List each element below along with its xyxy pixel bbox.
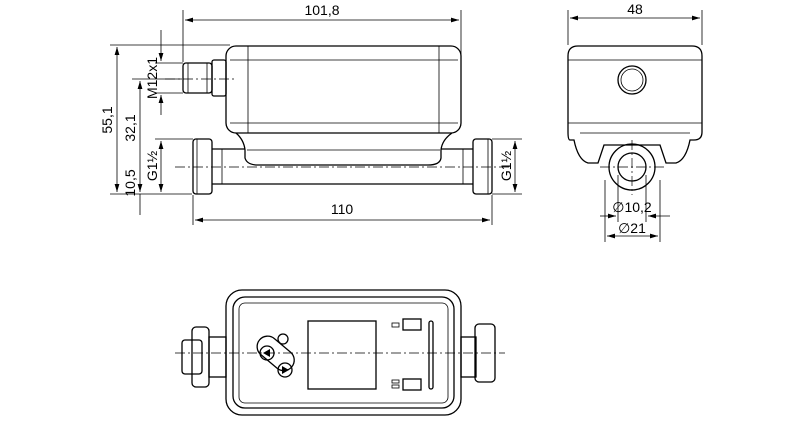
pipe-nut-left bbox=[192, 138, 213, 195]
nut-left bbox=[191, 326, 210, 388]
top-view bbox=[175, 289, 505, 416]
housing-base bbox=[235, 132, 453, 166]
m12-connector bbox=[182, 62, 213, 94]
dim-pipe-thread-right: G1½ bbox=[498, 151, 514, 182]
status-led bbox=[277, 333, 289, 345]
display bbox=[307, 320, 377, 390]
led-indicator-1 bbox=[402, 318, 422, 331]
dim-pipe-thread-left: G1½ bbox=[144, 151, 160, 182]
dim-connector-axis-height: 32,1 bbox=[122, 114, 138, 141]
dim-pipe-axis-height: 10,5 bbox=[122, 169, 138, 196]
dim-connector-thread: M12x1 bbox=[144, 57, 160, 99]
pipe-nut-right bbox=[472, 138, 493, 195]
connector-circle bbox=[617, 65, 647, 95]
dim-width: 48 bbox=[627, 1, 643, 17]
dim-total-height: 55,1 bbox=[99, 106, 115, 133]
dim-total-length: 110 bbox=[331, 201, 354, 217]
dim-housing-length: 101,8 bbox=[304, 2, 339, 18]
led-indicator-2 bbox=[402, 378, 422, 391]
end-view: 48 ∅10,2 ∅21 bbox=[567, 1, 703, 242]
dim-outer-diameter: ∅21 bbox=[618, 220, 646, 236]
dim-inner-diameter: ∅10,2 bbox=[612, 199, 652, 215]
housing-top bbox=[225, 289, 462, 416]
right-button bbox=[277, 362, 293, 378]
housing-end bbox=[567, 45, 703, 164]
side-view: 101,8 110 55,1 32,1 10,5 M12x1 G1½ G1½ bbox=[99, 2, 522, 225]
housing bbox=[225, 45, 462, 134]
